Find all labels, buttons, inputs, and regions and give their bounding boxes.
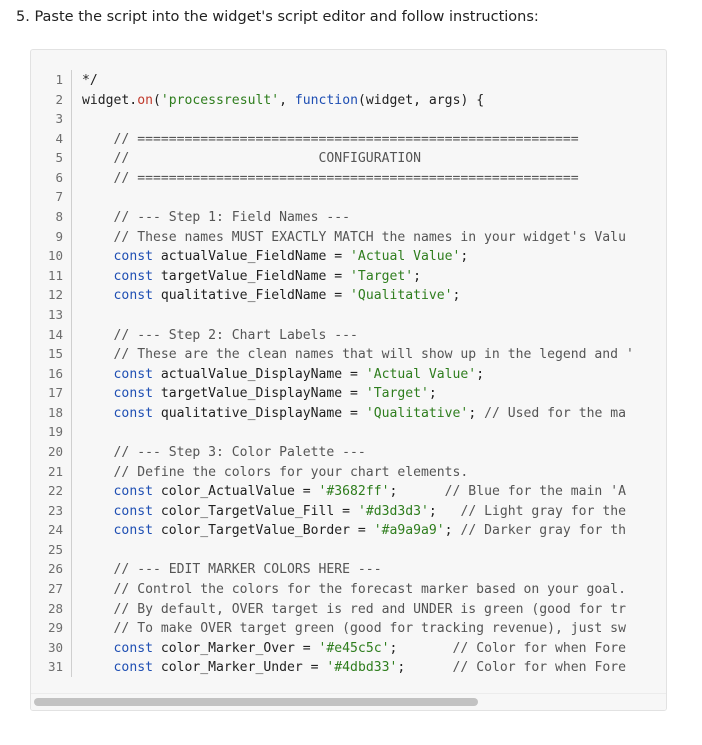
code-line: 1 */	[31, 70, 634, 90]
line-code: widget.on('processresult', function(widg…	[82, 92, 485, 108]
code-line: 14 // --- Step 2: Chart Labels ---	[31, 324, 634, 345]
code-line: 23 const color_TargetValue_Fill = '#d3d3…	[31, 500, 634, 521]
line-number: 16	[31, 363, 72, 384]
line-number: 12	[31, 285, 72, 305]
line-code: // =====================================…	[113, 170, 579, 186]
line-number: 17	[31, 383, 72, 403]
line-number: 28	[31, 598, 72, 619]
line-number: 1	[31, 70, 72, 90]
line-code: // Define the colors for your chart elem…	[113, 464, 469, 480]
line-number: 24	[31, 520, 72, 540]
code-line: 16 const actualValue_DisplayName = 'Actu…	[31, 363, 634, 384]
code-line: 31 const color_Marker_Under = '#4dbd33';…	[31, 657, 634, 677]
line-number: 30	[31, 637, 72, 658]
code-line: 17 const targetValue_DisplayName = 'Targ…	[31, 383, 634, 403]
code-line: 11 const targetValue_FieldName = 'Target…	[31, 265, 634, 286]
code-line: 21 // Define the colors for your chart e…	[31, 461, 634, 482]
line-number: 9	[31, 226, 72, 247]
code-line: 19	[31, 422, 634, 442]
code-line: 15 // These are the clean names that wil…	[31, 344, 634, 364]
line-code: // --- Step 2: Chart Labels ---	[113, 327, 358, 343]
line-number: 25	[31, 539, 72, 560]
line-number: 18	[31, 402, 72, 423]
line-number: 13	[31, 304, 72, 325]
code-line: 26 // --- EDIT MARKER COLORS HERE ---	[31, 559, 634, 580]
line-code: const color_Marker_Under = '#4dbd33'; //…	[113, 660, 626, 676]
line-code: const color_TargetValue_Border = '#a9a9a…	[113, 523, 626, 539]
code-line: 2 widget.on('processresult', function(wid…	[31, 89, 634, 110]
line-code: // These names MUST EXACTLY MATCH the na…	[113, 229, 626, 245]
line-number: 22	[31, 481, 72, 501]
line-number: 20	[31, 441, 72, 462]
line-code: */	[82, 73, 98, 88]
code-line: 30 const color_Marker_Over = '#e45c5c'; …	[31, 637, 634, 658]
line-number: 4	[31, 128, 72, 149]
line-number: 15	[31, 344, 72, 364]
code-line: 18 const qualitative_DisplayName = 'Qual…	[31, 402, 634, 423]
code-line: 7	[31, 187, 634, 208]
line-number: 2	[31, 89, 72, 110]
line-code: // CONFIGURATION	[113, 151, 421, 167]
line-number: 6	[31, 167, 72, 188]
line-code: // --- Step 1: Field Names ---	[113, 210, 351, 226]
line-number: 29	[31, 618, 72, 638]
line-number: 21	[31, 461, 72, 482]
code-line: 8 // --- Step 1: Field Names ---	[31, 207, 634, 227]
code-line: 20 // --- Step 3: Color Palette ---	[31, 441, 634, 462]
line-code: // To make OVER target green (good for t…	[113, 621, 626, 637]
line-code: const actualValue_FieldName = 'Actual Va…	[113, 249, 469, 265]
code-line: 24 const color_TargetValue_Border = '#a9…	[31, 520, 634, 540]
line-number: 5	[31, 148, 72, 168]
line-code: // --- EDIT MARKER COLORS HERE ---	[113, 562, 382, 578]
code-line: 27 // Control the colors for the forecas…	[31, 579, 634, 599]
line-code: // These are the clean names that will s…	[113, 347, 634, 363]
line-code: const color_Marker_Over = '#e45c5c'; // …	[113, 640, 626, 656]
line-number: 31	[31, 657, 72, 677]
horizontal-scrollbar[interactable]	[31, 693, 666, 710]
code-line: 12 const qualitative_FieldName = 'Qualit…	[31, 285, 634, 305]
code-line: 4 // ===================================…	[31, 128, 634, 149]
code-line: 28 // By default, OVER target is red and…	[31, 598, 634, 619]
line-number: 7	[31, 187, 72, 208]
step-heading: 5. Paste the script into the widget's sc…	[16, 9, 539, 25]
line-code: // By default, OVER target is red and UN…	[113, 601, 626, 617]
line-number: 11	[31, 265, 72, 286]
line-code: const targetValue_DisplayName = 'Target'…	[113, 386, 437, 402]
line-code: // =====================================…	[113, 131, 579, 147]
code-line: 6 // ===================================…	[31, 167, 634, 188]
code-line: 9 // These names MUST EXACTLY MATCH the …	[31, 226, 634, 247]
line-code: const actualValue_DisplayName = 'Actual …	[113, 366, 485, 382]
code-block[interactable]: 1 */ 2 widget.on('processresult', function(…	[30, 49, 667, 711]
code-line: 5 // CONFIGURATION	[31, 148, 634, 168]
line-code: const qualitative_DisplayName = 'Qualita…	[113, 405, 626, 421]
line-number: 14	[31, 324, 72, 345]
line-number: 10	[31, 246, 72, 266]
code-line: 13	[31, 304, 634, 325]
line-code: // Control the colors for the forecast m…	[113, 582, 626, 598]
line-number: 23	[31, 500, 72, 521]
line-number: 3	[31, 109, 72, 129]
code-line: 3	[31, 109, 634, 129]
line-number: 8	[31, 207, 72, 227]
scrollbar-thumb[interactable]	[34, 698, 478, 706]
line-code: const color_TargetValue_Fill = '#d3d3d3'…	[113, 503, 626, 519]
line-number: 27	[31, 579, 72, 599]
code-line: 29 // To make OVER target green (good fo…	[31, 618, 634, 638]
line-code: const qualitative_FieldName = 'Qualitati…	[113, 288, 461, 304]
line-code: const targetValue_FieldName = 'Target';	[113, 268, 422, 284]
code-line: 22 const color_ActualValue = '#3682ff'; …	[31, 481, 634, 501]
line-code: const color_ActualValue = '#3682ff'; // …	[113, 484, 626, 500]
code-line: 10 const actualValue_FieldName = 'Actual…	[31, 246, 634, 266]
line-number: 26	[31, 559, 72, 580]
code-lines: 1 */ 2 widget.on('processresult', function(…	[31, 70, 634, 677]
code-line: 25	[31, 539, 634, 560]
line-code: // --- Step 3: Color Palette ---	[113, 444, 366, 460]
line-number: 19	[31, 422, 72, 442]
